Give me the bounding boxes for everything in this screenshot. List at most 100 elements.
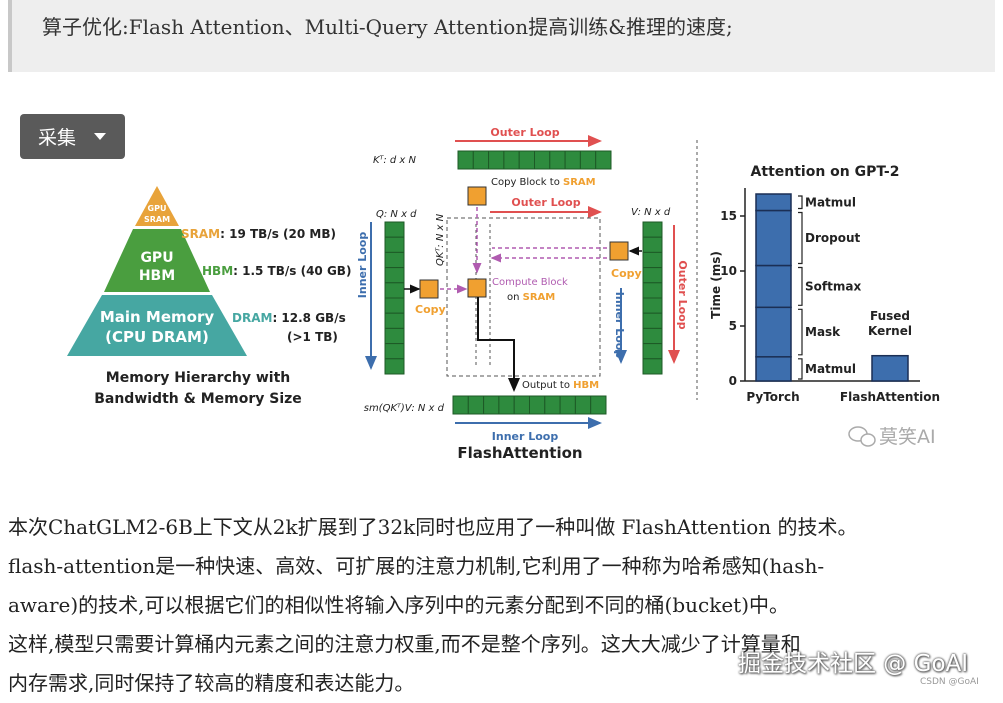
q-block — [419, 279, 439, 299]
output-hbm: HBM — [573, 380, 599, 391]
v-label: V: N x d — [631, 207, 671, 218]
fused-label-2: Kernel — [868, 324, 912, 338]
matrix-cell — [564, 150, 581, 170]
copy-block-hl: SRAM — [563, 177, 596, 188]
memory-pyramid: GPU SRAM GPU HBM Main Memory (CPU DRAM) … — [67, 186, 351, 407]
segment-label: Matmul — [805, 195, 856, 209]
copy-left-label: Copy — [415, 303, 446, 316]
matrix-cell — [472, 150, 490, 170]
spec-dram: DRAM: 12.8 GB/s — [232, 311, 346, 325]
paragraph-line: 本次ChatGLM2-6B上下文从2k扩展到了32k同时也应用了一种叫做 Fla… — [8, 515, 858, 539]
spec-hbm-name: HBM — [202, 264, 233, 278]
csdn-watermark: CSDN @GoAI — [920, 677, 979, 687]
matrix-cell — [595, 150, 612, 170]
quote-text: 算子优化:Flash Attention、Multi-Query Attenti… — [42, 15, 733, 39]
qkt-label: QKᵀ: N x N — [435, 213, 446, 266]
bar-segment — [755, 209, 792, 267]
y-tick-label: 10 — [720, 264, 737, 278]
matrix-cell — [642, 267, 663, 284]
y-tick-label: 0 — [729, 374, 737, 388]
segment-bracket — [798, 308, 803, 356]
inner-loop-bottom-label: Inner Loop — [492, 430, 559, 443]
chevron-down-icon — [94, 133, 107, 140]
spec-dram-rest: : 12.8 GB/s — [272, 311, 345, 325]
y-tick-label: 15 — [720, 209, 737, 223]
bar-segment — [755, 306, 792, 358]
copy-block-text: Copy Block to — [491, 177, 563, 188]
segment-bracket — [798, 266, 803, 306]
x-category-label: PyTorch — [746, 390, 799, 404]
tier-sram-line2: SRAM — [144, 215, 170, 224]
wechat-watermark: 莫笑AI — [848, 426, 936, 448]
matrix-cell — [513, 395, 531, 415]
output-arrow — [477, 297, 520, 392]
collect-button[interactable]: 采集 — [20, 114, 125, 159]
matrix-cell — [384, 327, 405, 345]
matrix-cell — [457, 150, 474, 170]
wechat-icon-small — [860, 433, 876, 447]
pyramid-caption-2: Bandwidth & Memory Size — [94, 391, 302, 407]
tier-dram-line2: (CPU DRAM) — [105, 328, 209, 346]
y-tick-label: 5 — [729, 319, 737, 333]
matrix-cell — [467, 395, 485, 415]
x-category-label: FlashAttention — [840, 390, 940, 404]
matrix-cell — [559, 395, 576, 415]
matrix-cell — [574, 395, 592, 415]
segment-label: Softmax — [805, 279, 861, 293]
flash-diagram: Outer Loop Kᵀ: d x N Copy Block to SRAM … — [356, 126, 689, 462]
bar-segment — [871, 354, 909, 382]
pyramid-caption-1: Memory Hierarchy with — [106, 370, 290, 386]
matrix-cell — [384, 343, 405, 360]
matrix-cell — [384, 282, 405, 299]
compute-sram: SRAM — [523, 292, 556, 303]
fused-label-1: Fused — [870, 309, 910, 323]
matrix-cell — [642, 297, 663, 314]
matrix-cell — [642, 343, 663, 360]
copy-block-label: Copy Block to SRAM — [491, 177, 596, 188]
compute-label-1: Compute Block — [492, 277, 568, 288]
segment-bracket — [798, 358, 803, 380]
segment-label: Matmul — [805, 362, 856, 376]
y-ticks: 0 5 10 15 — [720, 209, 745, 388]
matrix-cell — [642, 358, 663, 375]
compute-block — [467, 278, 487, 298]
pyramid-tier-dram — [67, 295, 247, 356]
q-label: Q: N x d — [376, 209, 417, 220]
matrix-cell — [549, 150, 566, 170]
matrix-cell — [384, 358, 405, 375]
bar-segment — [755, 264, 792, 309]
segment-label: Mask — [805, 325, 841, 339]
inner-loop-right-label: Inner Loop — [613, 292, 626, 359]
matrix-cell — [384, 221, 405, 238]
article-paragraph: 本次ChatGLM2-6B上下文从2k扩展到了32k同时也应用了一种叫做 Fla… — [8, 508, 998, 703]
figure-image: GPU SRAM GPU HBM Main Memory (CPU DRAM) … — [10, 100, 993, 482]
matrix-cell — [579, 150, 597, 170]
output-to: Output to — [522, 380, 573, 391]
pyramid-tier-hbm — [104, 229, 210, 292]
matrix-cell — [642, 236, 663, 253]
matrix-cell — [384, 297, 405, 314]
matrix-cell — [488, 150, 505, 170]
paragraph-line: flash-attention是一种快速、高效、可扩展的注意力机制,它利用了一种… — [8, 554, 825, 578]
spec-sram-rest: : 19 TB/s (20 MB) — [220, 227, 336, 241]
tier-sram-line1: GPU — [148, 204, 167, 213]
kt-block — [467, 186, 487, 206]
figure-watermark-text: 莫笑AI — [879, 426, 936, 448]
bar-segment — [755, 356, 792, 382]
segment-bracket — [798, 195, 803, 210]
spec-sram: SRAM: 19 TB/s (20 MB) — [181, 227, 336, 241]
segment-bracket — [798, 211, 803, 265]
matrix-cell — [590, 395, 607, 415]
outer-loop-top-label: Outer Loop — [490, 126, 559, 139]
matrix-cell — [384, 267, 405, 284]
spec-hbm-rest: : 1.5 TB/s (40 GB) — [233, 264, 351, 278]
tier-dram-line1: Main Memory — [100, 308, 215, 326]
matrix-cell — [642, 312, 663, 329]
matrix-cell — [529, 395, 546, 415]
paragraph-line: 这样,模型只需要计算桶内元素之间的注意力权重,而不是整个序列。这大大减少了计算量… — [8, 632, 801, 656]
matrix-cell — [642, 327, 663, 345]
matrix-cell — [503, 150, 520, 170]
matrix-cell — [642, 251, 663, 269]
matrix-cell — [498, 395, 515, 415]
